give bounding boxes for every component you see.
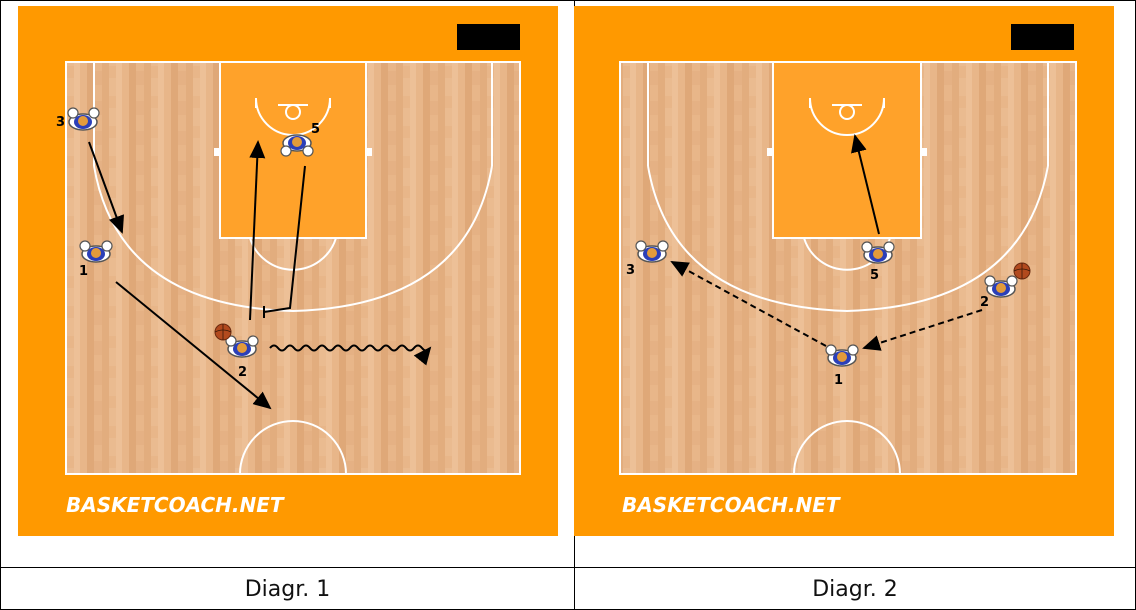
- player-2-label: 2: [980, 295, 989, 310]
- screen-path-5: [263, 165, 306, 313]
- cut-arrow-3: [88, 141, 125, 234]
- cut-arrow-1: [115, 281, 272, 410]
- player-1: [825, 344, 859, 367]
- court-1: 3 5 1 2 BASKETCOACH.NET: [18, 6, 558, 536]
- dribble-path-2: [269, 344, 432, 366]
- player-2: [984, 275, 1018, 298]
- player-2-label: 2: [238, 365, 247, 380]
- caption-diagram-2: Diagr. 2: [812, 577, 898, 602]
- player-5-label: 5: [311, 122, 320, 137]
- player-1-label: 1: [79, 264, 88, 279]
- court-2: 3 5 1 2 BASKETCOACH.NET: [574, 6, 1114, 536]
- player-5: [280, 134, 314, 157]
- score-box: [457, 24, 520, 50]
- paint: [773, 62, 921, 238]
- player-3: [635, 240, 669, 263]
- ball-icon: [1013, 262, 1031, 280]
- watermark: BASKETCOACH.NET: [66, 493, 285, 517]
- diagram-2: 3 5 1 2 BASKETCOACH.NET: [574, 6, 1114, 536]
- diagram-1: 3 5 1 2 BASKETCOACH.NET: [18, 6, 558, 536]
- caption-diagram-1: Diagr. 1: [244, 577, 331, 602]
- pass-arrow-2-to-1: [862, 309, 983, 351]
- player-3: [67, 107, 100, 131]
- player-3-label: 3: [56, 115, 65, 130]
- watermark: BASKETCOACH.NET: [622, 493, 841, 517]
- score-box: [1011, 24, 1074, 50]
- player-1-label: 1: [834, 373, 843, 388]
- ball-icon: [214, 323, 232, 341]
- player-1: [79, 240, 113, 263]
- player-5-label: 5: [870, 268, 879, 283]
- cut-arrow-2: [249, 140, 266, 321]
- player-2: [225, 335, 259, 358]
- player-5: [861, 241, 895, 264]
- player-3-label: 3: [626, 263, 635, 278]
- cut-arrow-5: [851, 134, 880, 235]
